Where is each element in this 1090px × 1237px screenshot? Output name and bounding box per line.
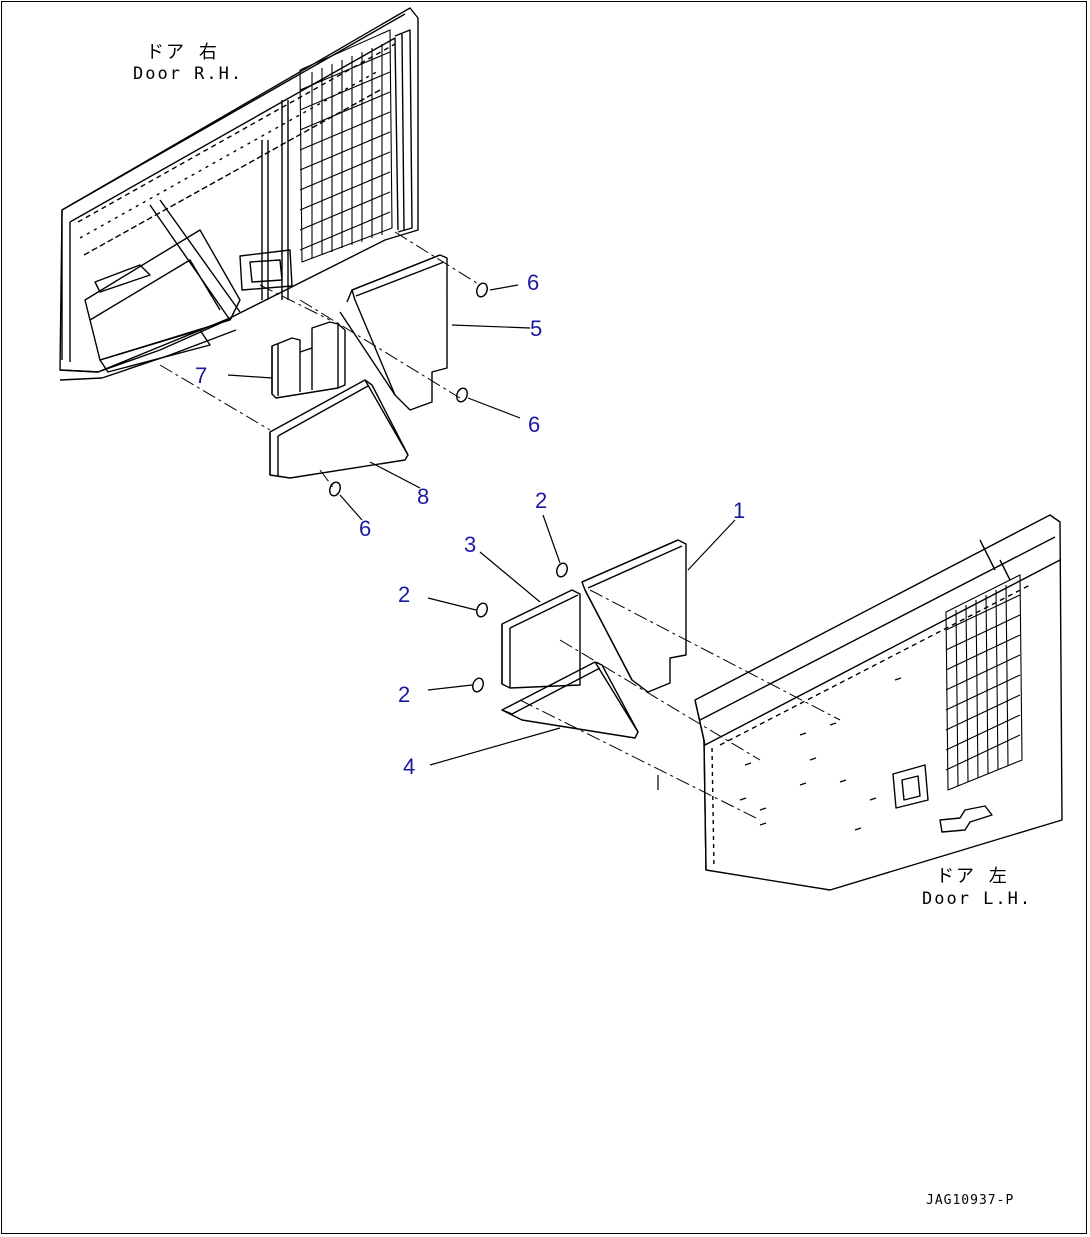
part-1-panel (581, 539, 687, 693)
drawing-code: JAG10937-P (926, 1193, 1015, 1208)
callout-7: 7 (195, 363, 208, 388)
door-rh-label-ja: ドア 右 (146, 42, 219, 63)
part-5-panel (339, 254, 448, 411)
part-3-block (501, 589, 581, 689)
door-lh-grille (945, 574, 1023, 791)
callout-2-middle: 2 (398, 582, 411, 607)
callout-6-lower: 6 (359, 516, 372, 541)
callout-8: 8 (417, 484, 430, 509)
door-rh-label-en: Door R.H. (133, 64, 244, 84)
callout-6-middle: 6 (528, 412, 541, 437)
callout-2-top: 2 (535, 488, 548, 513)
part-4-wedge (501, 661, 639, 739)
part-8-wedge (269, 379, 409, 479)
clips-2 (472, 562, 568, 693)
part-7-block (271, 321, 346, 399)
callout-2-bottom: 2 (398, 682, 411, 707)
callout-1: 1 (733, 498, 746, 523)
callout-3: 3 (464, 532, 477, 557)
assembly-lines (159, 231, 841, 821)
callout-4: 4 (403, 754, 416, 779)
callout-5: 5 (530, 316, 543, 341)
door-rh-grille (299, 29, 393, 263)
door-rh-assembly (59, 7, 419, 381)
door-lh-label-en: Door L.H. (922, 889, 1033, 909)
leader-lines (227, 284, 736, 766)
door-lh-label-ja: ドア 左 (936, 866, 1009, 887)
door-lh-assembly (657, 514, 1063, 891)
clips-6 (329, 282, 488, 497)
callout-6-upper: 6 (527, 270, 540, 295)
